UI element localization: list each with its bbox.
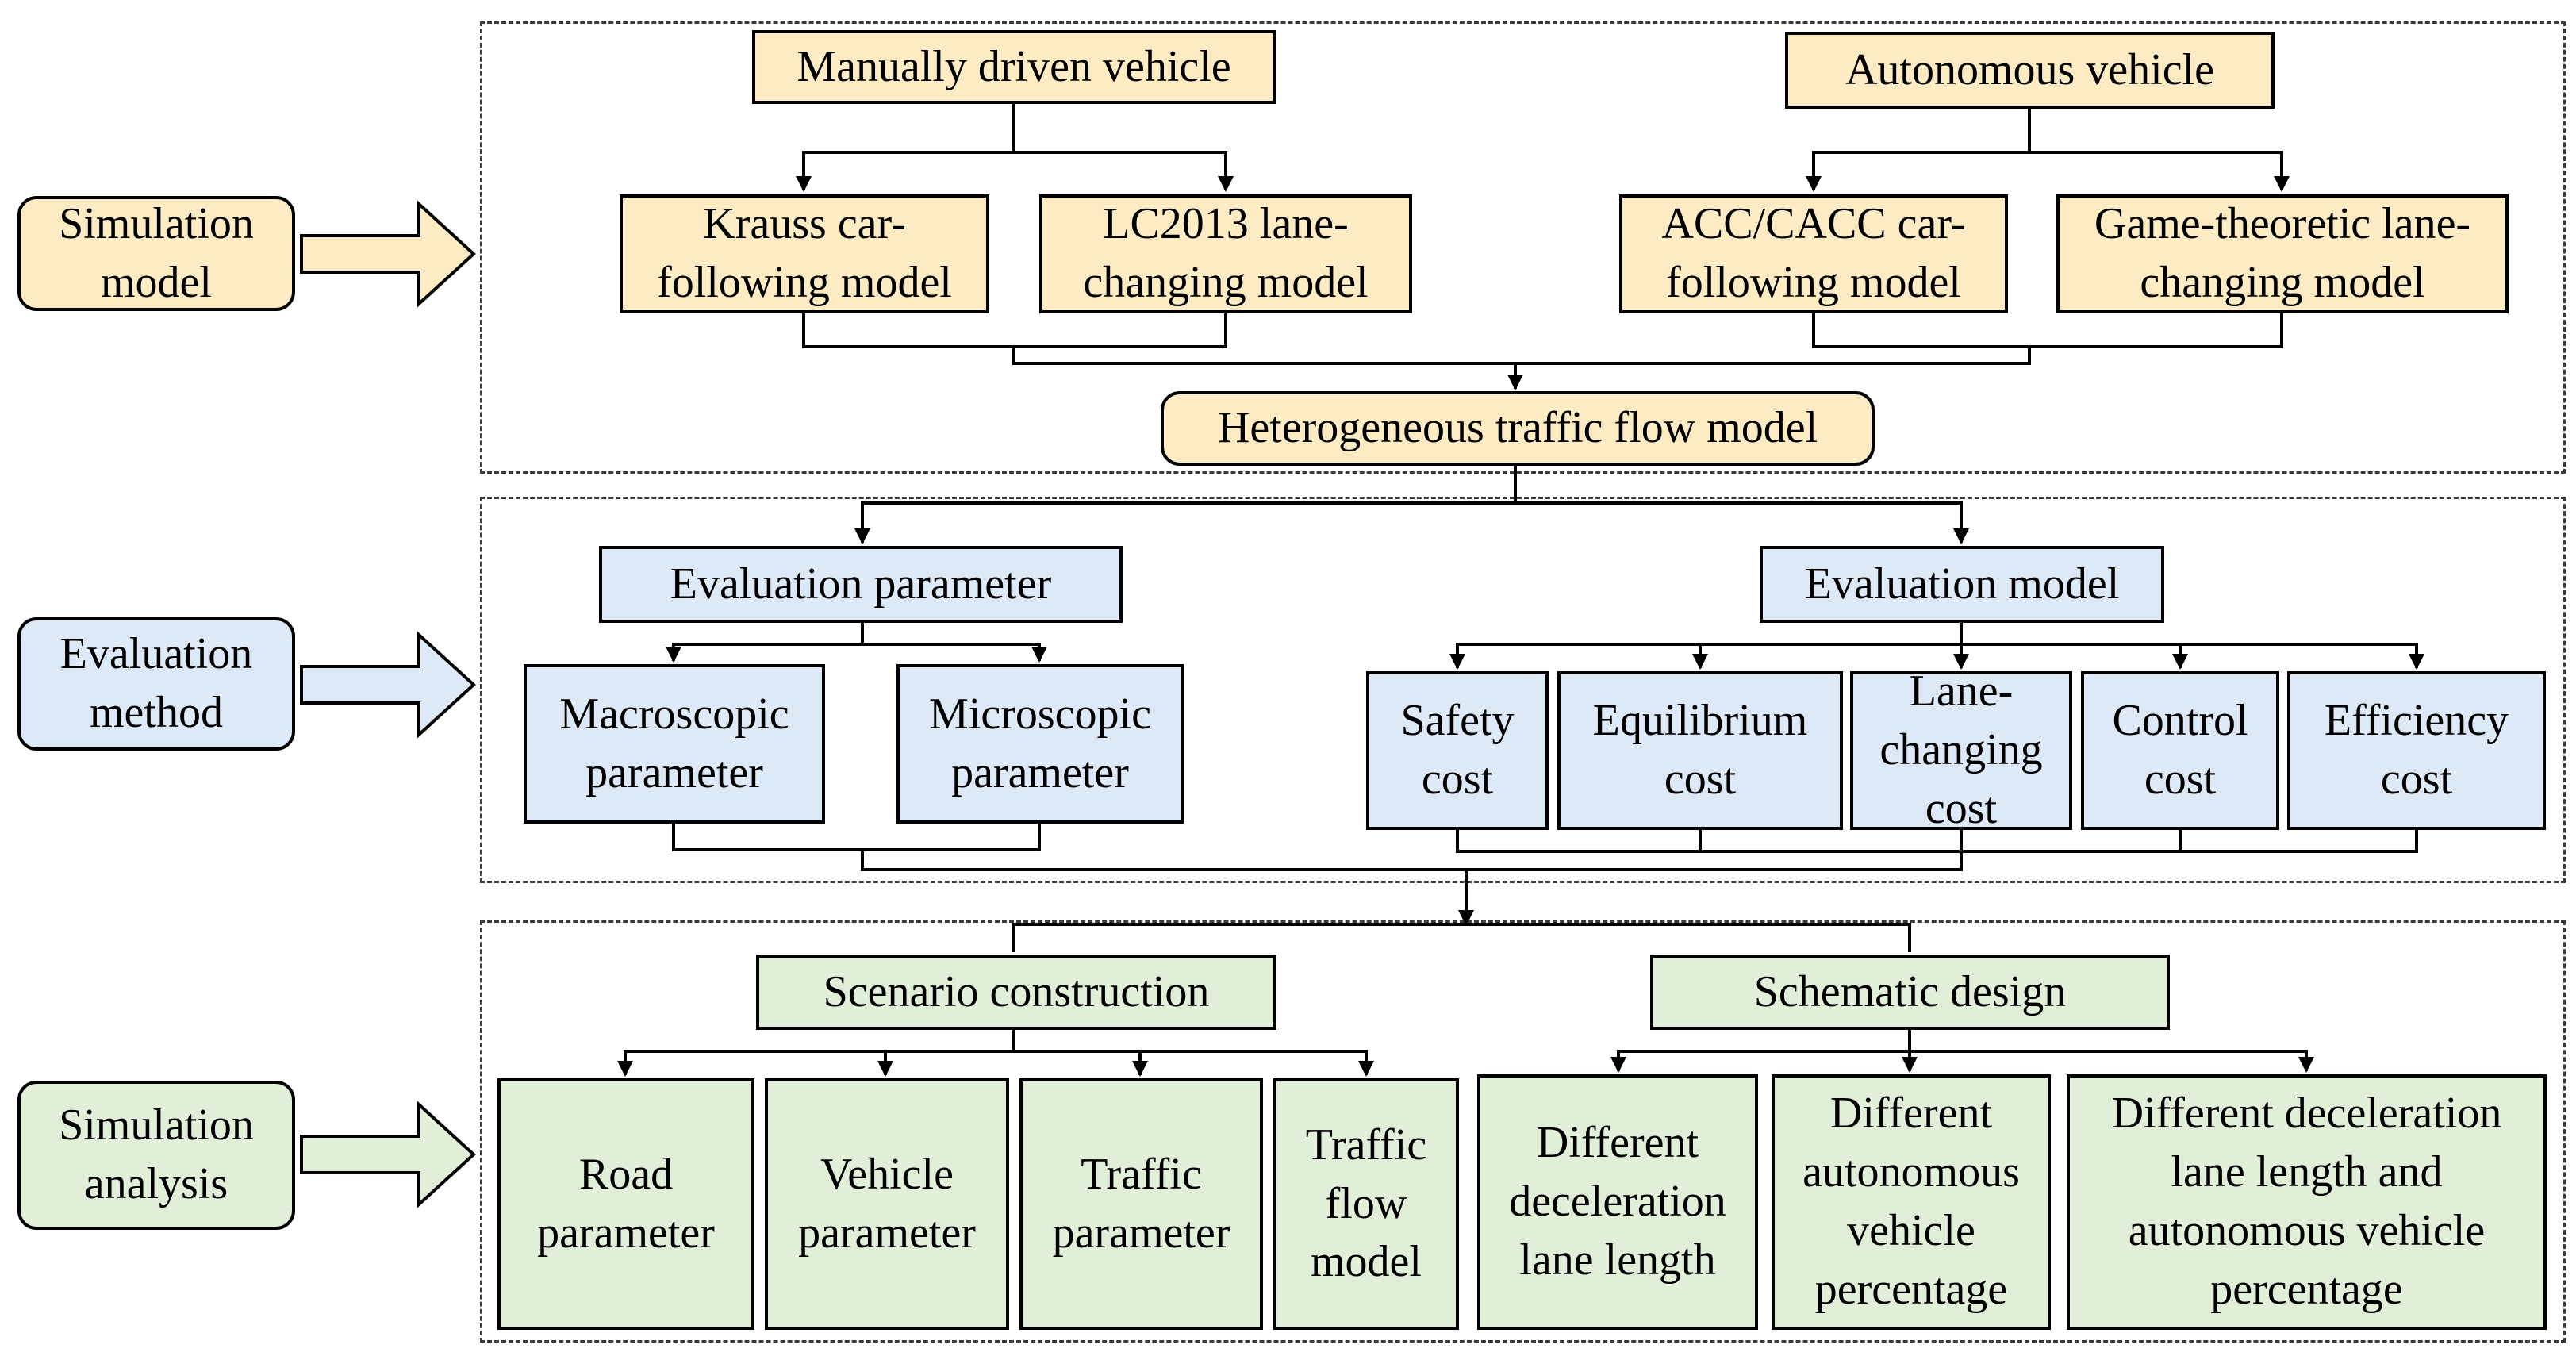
box-krauss-model: Krauss car-following model: [620, 194, 989, 313]
box-autonomous-vehicle: Autonomous vehicle: [1785, 32, 2275, 109]
evaluation-method-group: [480, 497, 2566, 883]
arrow-simulation-analysis: [300, 1101, 476, 1208]
arrow-simulation-model: [300, 200, 476, 308]
box-manual-vehicle: Manually driven vehicle: [752, 30, 1276, 104]
box-acc-cacc-model: ACC/CACC car-following model: [1619, 194, 2008, 313]
box-heterogeneous-traffic-flow-model: Heterogeneous traffic flow model: [1161, 391, 1875, 466]
box-lc2013-model: LC2013 lane-changing model: [1039, 194, 1412, 313]
arrow-evaluation-method: [300, 631, 476, 739]
box-game-theoretic-model: Game-theoretic lane-changing model: [2056, 194, 2509, 313]
box-evaluation-model: Evaluation model: [1760, 546, 2164, 623]
box-scenario-construction: Scenario construction: [756, 955, 1276, 1030]
box-evaluation-parameter: Evaluation parameter: [599, 546, 1123, 623]
simulation-model-group: [480, 21, 2566, 474]
simulation-analysis-group: [480, 920, 2566, 1343]
box-schematic-design: Schematic design: [1650, 955, 2170, 1030]
